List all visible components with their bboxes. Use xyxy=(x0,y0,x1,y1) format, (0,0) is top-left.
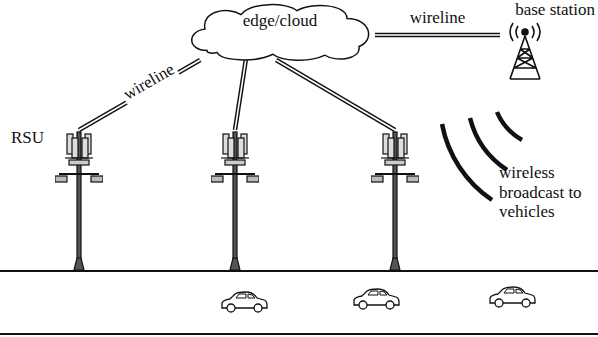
road-edge xyxy=(0,270,598,272)
roadside-unit xyxy=(211,130,259,270)
rsu-icon xyxy=(371,130,419,270)
roadside-unit xyxy=(371,130,419,270)
car xyxy=(354,289,399,309)
node-label: edge/cloud xyxy=(243,11,318,31)
wireline-connector xyxy=(276,60,395,130)
node-label: base station xyxy=(490,0,595,20)
wireline-connector xyxy=(375,35,500,36)
road-edge xyxy=(0,333,598,335)
roadside-unit: RSU xyxy=(55,130,103,270)
car xyxy=(490,287,535,307)
edge-label: wireline xyxy=(118,58,180,105)
rsu-label: RSU xyxy=(11,128,44,148)
edge-label: wireline xyxy=(408,8,468,28)
tower-icon xyxy=(500,22,550,80)
wireline-connector xyxy=(235,60,246,130)
rsu-icon xyxy=(211,130,259,270)
car xyxy=(222,292,267,312)
base-station: base station xyxy=(490,0,595,80)
cloud-node: edge/cloud xyxy=(185,2,375,62)
annotation-text: wireless broadcast to vehicles xyxy=(499,163,594,222)
rsu-icon xyxy=(55,130,103,270)
